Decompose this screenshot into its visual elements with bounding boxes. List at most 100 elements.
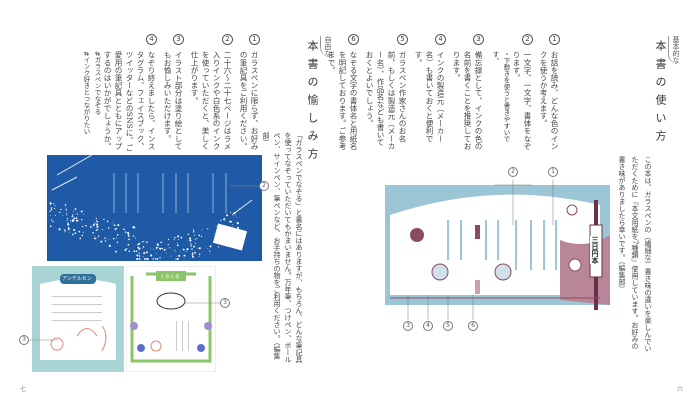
star-dot (75, 213, 77, 215)
star-dot (104, 240, 107, 242)
star-dot (49, 202, 52, 205)
star-dot (146, 257, 149, 261)
callout-3-left-2: 3 (19, 335, 29, 345)
star-dot (73, 217, 76, 219)
star-dot (50, 207, 53, 209)
star-dot (145, 251, 148, 254)
star-dot (74, 232, 77, 235)
star-dot (64, 231, 66, 233)
callout-6: 6 (468, 321, 478, 331)
star-dot (176, 244, 179, 247)
star-dot (207, 228, 209, 230)
star-dot (139, 258, 141, 260)
right-page-intro: この本は、ガラスペンの（繊細な）書き味の違いを楽しんでいただくために『本文用紙を… (618, 156, 652, 352)
enjoy-item-4: 4 なぞり終えましたら、インスタグラム、フェイスブック、ツイッターなどのSNSに、… (80, 34, 157, 152)
star-dot (154, 258, 157, 260)
star-dot (92, 232, 94, 234)
star-dot (98, 235, 100, 237)
callout-3-left: 3 (220, 298, 230, 308)
star-dot (82, 231, 84, 233)
item-text: なぞり終えましたら、インスタグラム、フェイスブック、ツイッターなどのSNSに、ご… (103, 51, 156, 152)
star-dot (178, 238, 180, 240)
star-dot (60, 208, 62, 211)
item-number: 4 (146, 34, 157, 45)
star-dot (50, 209, 53, 211)
star-dot (193, 231, 195, 233)
star-dot (233, 211, 236, 214)
right-page-title: 本書の使い方 (654, 40, 667, 148)
star-dot (96, 225, 99, 228)
star-dot (65, 210, 67, 212)
blue-sample-page (47, 155, 262, 261)
star-dot (115, 227, 118, 229)
star-dot (75, 217, 78, 219)
star-dot (77, 220, 79, 222)
star-dot (193, 245, 196, 248)
star-dot (174, 250, 176, 252)
star-dot (64, 229, 66, 231)
star-dot (96, 228, 99, 231)
star-dot (161, 247, 163, 250)
green-sample-page (126, 266, 216, 372)
left-page-intro: 「ガラスペンでなぞる」と書名にはありますが、もちろん、どんな筆記具を使ってなぞっ… (262, 132, 303, 363)
star-dot (52, 221, 54, 223)
star-dot (196, 237, 198, 240)
star-dot (198, 253, 201, 256)
star-dot (75, 219, 78, 222)
star-dot (81, 234, 84, 237)
star-dot (49, 225, 52, 228)
star-dot (175, 249, 176, 251)
star-dot (217, 246, 220, 248)
star-dot (116, 237, 117, 239)
star-dot (93, 223, 96, 225)
page-number-right: 六 (677, 386, 684, 393)
star-dot (174, 236, 176, 239)
star-dot (70, 220, 72, 222)
star-dot (156, 253, 157, 255)
star-dot (142, 241, 144, 243)
star-dot (138, 242, 141, 245)
star-dot (114, 228, 117, 231)
star-dot (76, 213, 78, 215)
star-dot (93, 237, 95, 239)
item-text: 一文字、一文字、書体をなぞります。 (512, 51, 532, 150)
star-dot (62, 215, 64, 216)
star-dot (141, 241, 143, 243)
star-dot (160, 241, 163, 244)
star-dot (189, 239, 192, 242)
star-dot (178, 254, 181, 257)
star-dot (128, 238, 130, 241)
star-dot (150, 254, 153, 257)
star-dot (106, 220, 109, 223)
star-dot (165, 248, 167, 250)
star-dot (163, 248, 166, 251)
star-dot (138, 255, 141, 257)
item-number: 6 (348, 34, 359, 45)
star-dot (193, 234, 196, 236)
item-text: お話を読み、どんな色のインクを使うか考えます。 (539, 51, 559, 150)
item-text: 備忘録として、インクの色の名前を書くことを推奨しております。 (452, 51, 483, 150)
star-dot (127, 243, 130, 246)
star-dot (234, 215, 236, 216)
star-dot (85, 224, 87, 227)
callout-1: 1 (548, 167, 558, 177)
star-dot (236, 216, 238, 218)
star-dot (83, 213, 85, 215)
star-dot (100, 240, 103, 243)
star-dot (53, 207, 56, 210)
star-dot (54, 214, 57, 216)
callout-4: 4 (423, 321, 433, 331)
star-dot (108, 244, 111, 247)
star-dot (173, 239, 175, 241)
star-dot (192, 229, 194, 231)
star-dot (190, 243, 192, 245)
star-dot (80, 210, 83, 213)
star-dot (135, 227, 136, 228)
star-dot (72, 233, 74, 236)
star-dot (185, 250, 187, 252)
star-dot (95, 229, 98, 231)
star-dot (152, 258, 155, 260)
star-dot (94, 237, 97, 240)
